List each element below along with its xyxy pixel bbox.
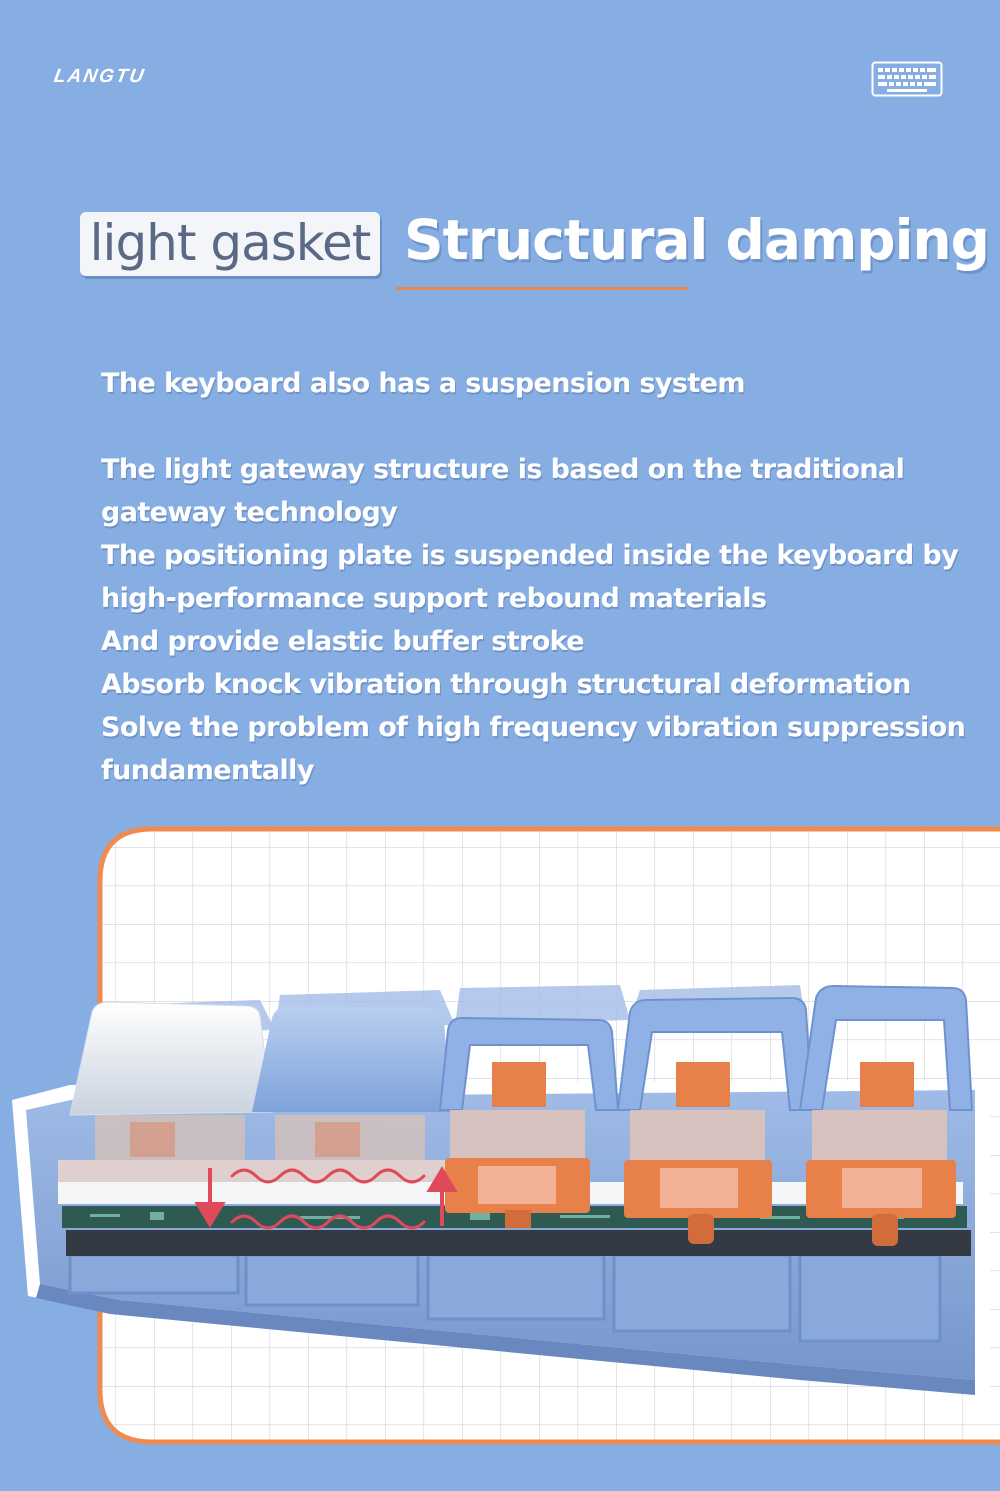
keyboard-icon bbox=[871, 61, 943, 97]
description-line: high-performance support rebound materia… bbox=[101, 583, 767, 614]
description-line: And provide elastic buffer stroke bbox=[101, 626, 585, 657]
arrow-down-icon bbox=[194, 1168, 226, 1228]
switch bbox=[806, 1062, 956, 1246]
vibration-waves bbox=[230, 1168, 426, 1230]
description-intro: The keyboard also has a suspension syste… bbox=[101, 368, 745, 399]
switches bbox=[445, 1062, 956, 1246]
description-line: The light gateway structure is based on … bbox=[101, 454, 905, 485]
keycap-white bbox=[69, 1001, 273, 1116]
keycaps bbox=[69, 984, 974, 1116]
description-line: fundamentally bbox=[101, 755, 314, 786]
keycap-hollow bbox=[438, 1016, 620, 1111]
keycap-blue bbox=[252, 1006, 450, 1112]
description: The keyboard also has a suspension syste… bbox=[101, 362, 981, 792]
arrow-up-icon bbox=[426, 1166, 458, 1226]
switch bbox=[624, 1062, 772, 1244]
keyboard-cross-section-illustration bbox=[12, 826, 1000, 1445]
description-line: gateway technology bbox=[101, 497, 398, 528]
page-title: Structural damping bbox=[404, 208, 990, 272]
keycap-hollow bbox=[798, 984, 974, 1111]
switch bbox=[445, 1062, 590, 1228]
title-underline bbox=[396, 287, 688, 290]
description-line: Solve the problem of high frequency vibr… bbox=[101, 712, 966, 743]
description-line: The positioning plate is suspended insid… bbox=[101, 540, 959, 571]
switches-muted bbox=[95, 1115, 425, 1160]
description-line: Absorb knock vibration through structura… bbox=[101, 669, 911, 700]
heading-tag: light gasket bbox=[80, 212, 380, 276]
brand-logo: LANGTU bbox=[52, 66, 148, 87]
